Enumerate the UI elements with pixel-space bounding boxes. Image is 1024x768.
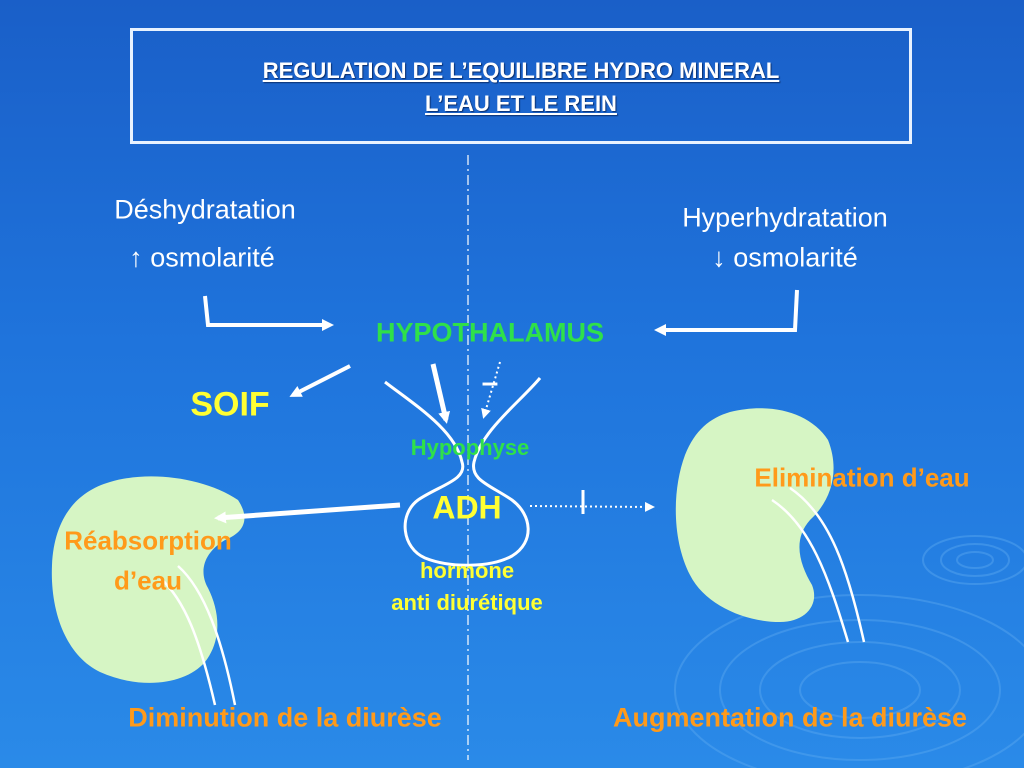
right-kidney-ureter (771, 486, 866, 643)
arrow-hyperhydratation-to-hypothalamus (654, 289, 799, 336)
deshydratation-label: Déshydratation (114, 194, 296, 225)
arrow-hypothalamus-to-hypophyse (430, 363, 451, 424)
anti-diuretique-label: anti diurétique (391, 590, 543, 615)
adh-label: ADH (432, 489, 502, 526)
augmentation-diurese-label: Augmentation de la diurèse (612, 702, 968, 733)
arrow-adh-to-left-kidney (214, 502, 401, 524)
osmolarity-down-label: ↓ osmolarité (712, 242, 858, 273)
dotted-inhibition-arrow (481, 361, 501, 419)
hypophyse-label: Hypophyse (410, 435, 530, 460)
arrow-to-soif (289, 364, 351, 397)
hypophysis-outline (384, 377, 542, 567)
dotted-arrow-adh-to-right-kidney (529, 501, 655, 512)
elimination-label: Elimination d’eau (754, 462, 970, 493)
arrow-deshydratation-to-hypothalamus (203, 295, 334, 331)
soif-label: SOIF (190, 385, 270, 424)
deau-label: d’eau (114, 565, 182, 596)
inhibit-sign: – (481, 366, 499, 399)
title-line-1: REGULATION DE L’EQUILIBRE HYDRO MINERAL (262, 58, 780, 83)
right-kidney-shape (675, 408, 834, 622)
left-kidney-shape (51, 476, 245, 683)
hyperhydratation-label: Hyperhydratation (682, 202, 888, 233)
title-line-2: L’EAU ET LE REIN (425, 91, 617, 116)
osmolarity-up-label: ↑ osmolarité (129, 242, 275, 273)
hormone-label: hormone (419, 558, 515, 583)
diminution-diurese-label: Diminution de la diurèse (128, 702, 442, 733)
reabsorption-label: Réabsorption (64, 525, 232, 556)
left-kidney-ureter (159, 565, 237, 706)
title-box: REGULATION DE L’EQUILIBRE HYDRO MINERAL … (130, 28, 912, 144)
hypothalamus-label: HYPOTHALAMUS (376, 317, 604, 348)
